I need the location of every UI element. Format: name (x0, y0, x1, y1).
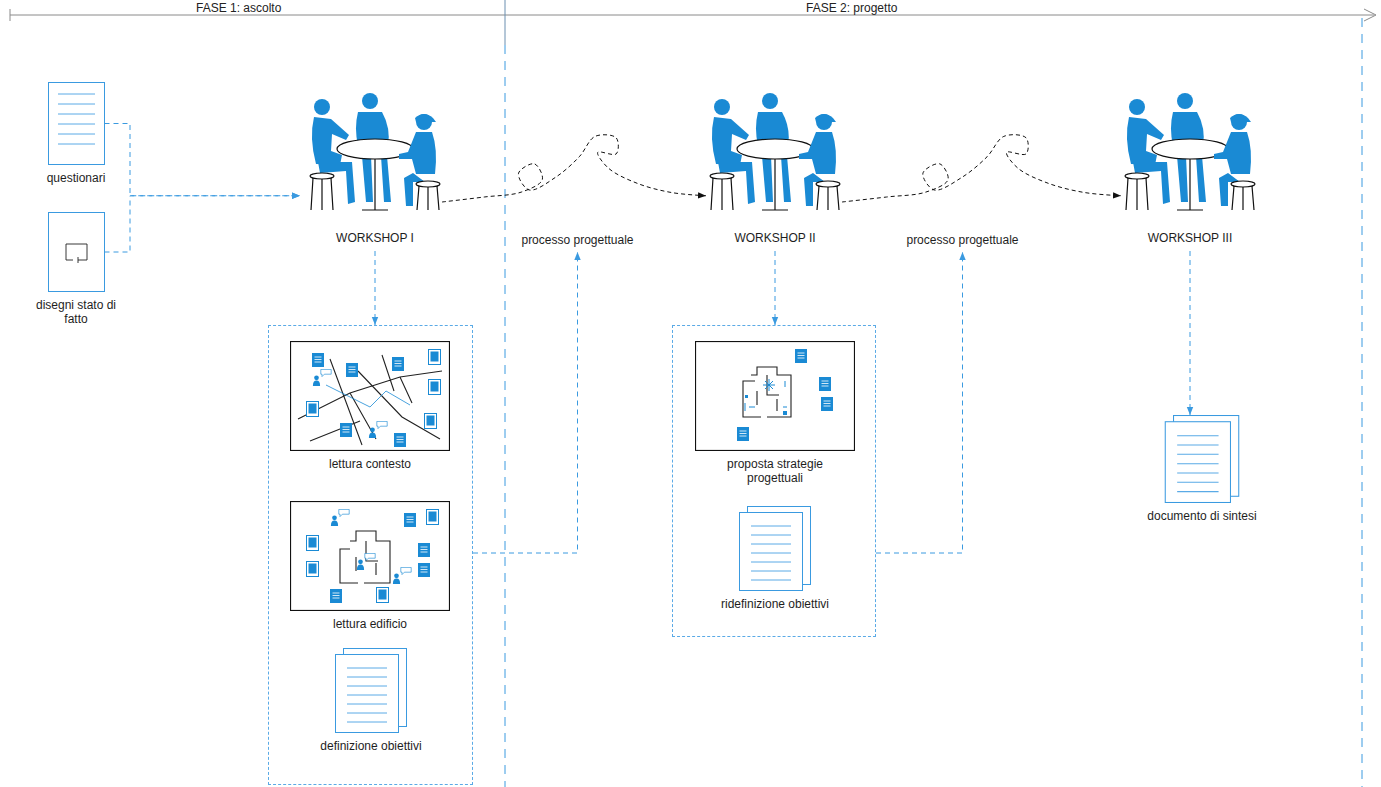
connector (876, 252, 963, 553)
map-graphic (291, 342, 450, 451)
phase-divider (505, 45, 506, 787)
strategy-board-text: proposta strategie progettuali (710, 457, 840, 485)
document-icon-text: documento di sintesi (1140, 509, 1264, 523)
document-icon: ridefinizione obiettivi (710, 506, 840, 611)
phase-divider (505, 0, 506, 45)
phase-label: FASE 2: progetto (806, 1, 897, 15)
process-label: processo progettuale (515, 233, 640, 247)
doc2-graphic (740, 507, 811, 591)
output-group: lettura contesto lettura edificio definizi… (268, 325, 473, 785)
map-illustration (290, 341, 450, 451)
document-icon-text: definizione obiettivi (306, 739, 436, 753)
strategy-board: proposta strategie progettuali (694, 341, 856, 485)
context-board-text: lettura contesto (290, 457, 450, 471)
connector (473, 252, 578, 553)
process-label-text: processo progettuale (515, 233, 640, 247)
document-icon: documento di sintesi (1140, 415, 1264, 523)
connector (105, 196, 301, 252)
connector (442, 135, 706, 202)
plan2-graphic (696, 342, 855, 451)
workshop-node-text: WORKSHOP I (295, 231, 455, 245)
document-icon-text: ridefinizione obiettivi (710, 597, 840, 611)
doc2-illustration (739, 506, 811, 591)
connector (775, 251, 776, 325)
doc-illustration (48, 82, 105, 165)
document-icon: questionari (40, 82, 112, 185)
workshop-node: WORKSHOP II (695, 92, 855, 245)
doc2-illustration (335, 648, 407, 733)
doc2-illustration (1163, 415, 1241, 503)
context-board: lettura contesto (290, 341, 450, 471)
connector (375, 251, 376, 325)
people-illustration (1115, 92, 1265, 217)
drawing-icon: disegni stato di fatto (30, 212, 122, 326)
document-icon-text: questionari (40, 171, 112, 185)
people-illustration (300, 92, 450, 217)
workshop-node-text: WORKSHOP II (695, 231, 855, 245)
connector (105, 124, 301, 196)
building-board: lettura edificio (290, 501, 450, 631)
plan-graphic (291, 502, 450, 611)
drawing-graphic (48, 213, 104, 292)
plan2-illustration (695, 341, 855, 451)
workshop-node: WORKSHOP III (1110, 92, 1270, 245)
doc2-graphic (1165, 416, 1239, 503)
people-graphic (1125, 93, 1255, 210)
timeline-tick (10, 9, 11, 21)
output-group: proposta strategie progettuali ridefinizi… (672, 325, 876, 637)
people-graphic (310, 93, 440, 210)
plan-illustration (290, 501, 450, 611)
workshop-node: WORKSHOP I (295, 92, 455, 245)
document-icon: definizione obiettivi (306, 648, 436, 753)
connector (842, 135, 1121, 202)
people-illustration (700, 92, 850, 217)
people-graphic (710, 93, 840, 210)
doc-graphic (48, 83, 104, 165)
phase-divider (1362, 18, 1363, 787)
doc2-graphic (336, 649, 407, 733)
drawing-icon-text: disegni stato di fatto (35, 298, 117, 326)
connector (1190, 251, 1191, 415)
drawing-illustration (48, 212, 105, 292)
phase-label: FASE 1: ascolto (196, 1, 281, 15)
timeline-arrow (1364, 9, 1376, 21)
process-label-text: processo progettuale (900, 233, 1025, 247)
building-board-text: lettura edificio (290, 617, 450, 631)
process-label: processo progettuale (900, 233, 1025, 247)
workshop-node-text: WORKSHOP III (1110, 231, 1270, 245)
